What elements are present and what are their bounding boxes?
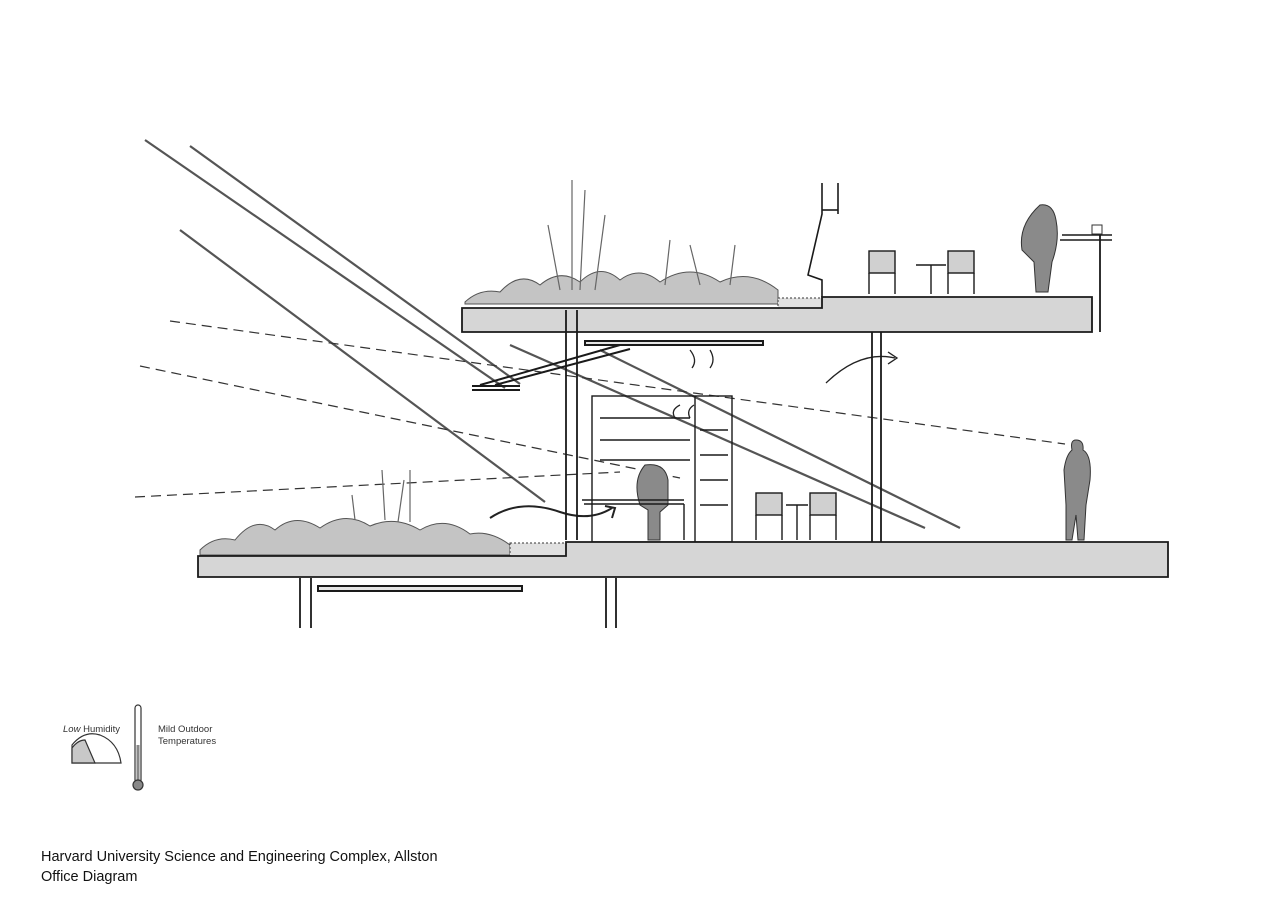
sun-rays [144,139,961,530]
upper-cafe-furniture [868,250,975,294]
lower-cafe-furniture [755,492,837,540]
thermometer-icon [132,704,144,791]
humidity-text: Humidity [83,724,121,735]
humidity-emphasis: Low [63,724,81,735]
airflow-arrows [489,349,899,519]
upper-green-roof [464,180,823,309]
lower-green-roof [199,469,567,557]
sight-lines [134,320,1066,498]
humidity-label: Low Humidity [63,724,120,736]
upper-floor-slab [461,235,1101,333]
humidity-icon [71,733,122,764]
structure-columns [299,310,882,628]
temperature-line2: Temperatures [158,736,217,747]
standing-figure [1063,439,1091,541]
seated-worker [582,464,685,541]
caption-subtitle: Office Diagram [41,869,138,885]
caption-title: Harvard University Science and Engineeri… [41,849,438,865]
lower-floor-slab [197,541,1169,578]
light-shelves [317,340,764,592]
person-at-counter [1020,204,1112,293]
upper-duct [807,183,839,297]
temperature-line1: Mild Outdoor [158,724,213,735]
temperature-label: Mild Outdoor Temperatures [158,724,238,748]
figure-caption: Harvard University Science and Engineeri… [41,847,438,887]
